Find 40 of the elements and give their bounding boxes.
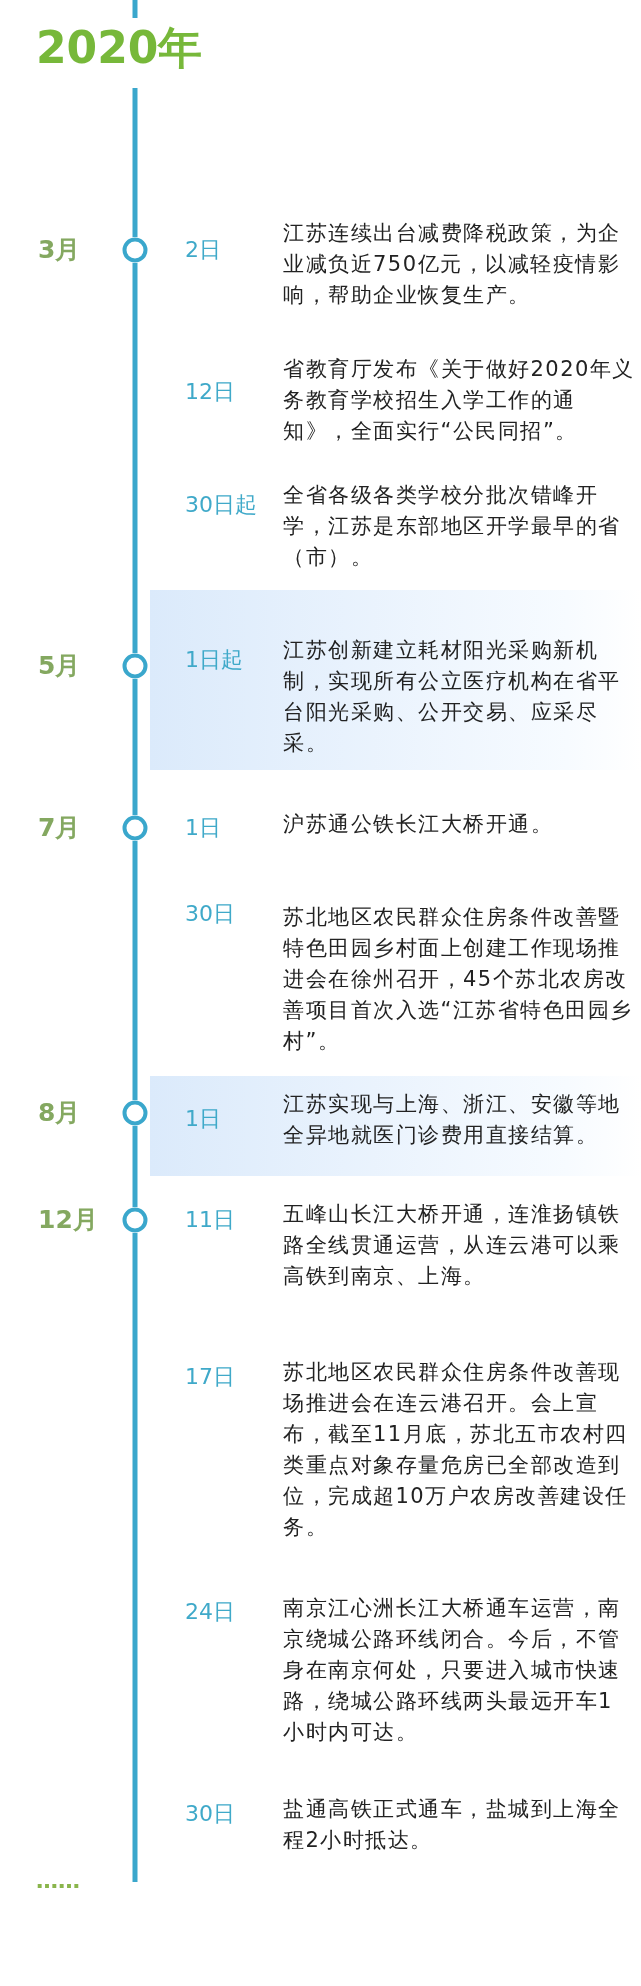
timeline-circle-marker	[122, 1207, 148, 1233]
month-label: 12月	[38, 1205, 98, 1235]
ellipsis-mark: ……	[36, 1868, 80, 1894]
timeline-line	[132, 841, 138, 1100]
event-description: 苏北地区农民群众住房条件改善现场推进会在连云港召开。会上宣布，截至11月底，苏北五市农村四类重点对象存量危房已全部改造到位，完成超10万户农房改善建设任务。	[283, 1358, 629, 1541]
date-label: 1日	[185, 1106, 221, 1132]
event-description: 江苏创新建立耗材阳光采购新机制，实现所有公立医疗机构在省平台阳光采购、公开交易、应采尽采。	[283, 636, 622, 757]
date-label: 30日	[185, 1801, 235, 1827]
event-description: 盐通高铁正式通车，盐城到上海全程2小时抵达。	[283, 1795, 622, 1854]
date-label: 30日	[185, 901, 235, 927]
timeline-circle-marker	[122, 815, 148, 841]
event-description: 江苏连续出台减费降税政策，为企业减负近750亿元，以减轻疫情影响，帮助企业恢复生产。	[283, 219, 622, 309]
event-description: 省教育厅发布《关于做好2020年义务教育学校招生入学工作的通知》，全面实行“公民同招”。	[283, 355, 635, 445]
event-description: 五峰山长江大桥开通，连淮扬镇铁路全线贯通运营，从连云港可以乘高铁到南京、上海。	[283, 1200, 622, 1290]
timeline-circle-marker	[122, 237, 148, 263]
event-description: 全省各级各类学校分批次错峰开学，江苏是东部地区开学最早的省（市）。	[283, 481, 622, 571]
event-description: 南京江心洲长江大桥通车运营，南京绕城公路环线闭合。今后，不管身在南京何处，只要进入城市快速路，绕城公路环线两头最远开车1小时内可达。	[283, 1594, 622, 1746]
date-label: 30日起	[185, 492, 257, 518]
timeline-circle-marker	[122, 653, 148, 679]
timeline-line	[132, 679, 138, 815]
timeline-line	[132, 88, 138, 237]
timeline-line	[132, 1233, 138, 1882]
date-label: 24日	[185, 1599, 235, 1625]
month-label: 3月	[38, 235, 81, 265]
timeline-line	[132, 263, 138, 653]
date-label: 11日	[185, 1207, 235, 1233]
month-label: 7月	[38, 813, 81, 843]
date-label: 2日	[185, 237, 221, 263]
timeline-circle-marker	[122, 1100, 148, 1126]
date-label: 17日	[185, 1364, 235, 1390]
month-label: 5月	[38, 651, 81, 681]
date-label: 1日起	[185, 647, 243, 673]
date-label: 12日	[185, 379, 235, 405]
year-heading: 2020年	[36, 22, 203, 74]
event-description: 江苏实现与上海、浙江、安徽等地全异地就医门诊费用直接结算。	[283, 1090, 622, 1149]
timeline-line	[132, 1126, 138, 1207]
date-label: 1日	[185, 815, 221, 841]
event-description: 苏北地区农民群众住房条件改善暨特色田园乡村面上创建工作现场推进会在徐州召开，45个苏北农房改善项目首次入选“江苏省特色田园乡村”。	[283, 903, 634, 1055]
event-description: 沪苏通公铁长江大桥开通。	[283, 810, 554, 838]
month-label: 8月	[38, 1098, 81, 1128]
